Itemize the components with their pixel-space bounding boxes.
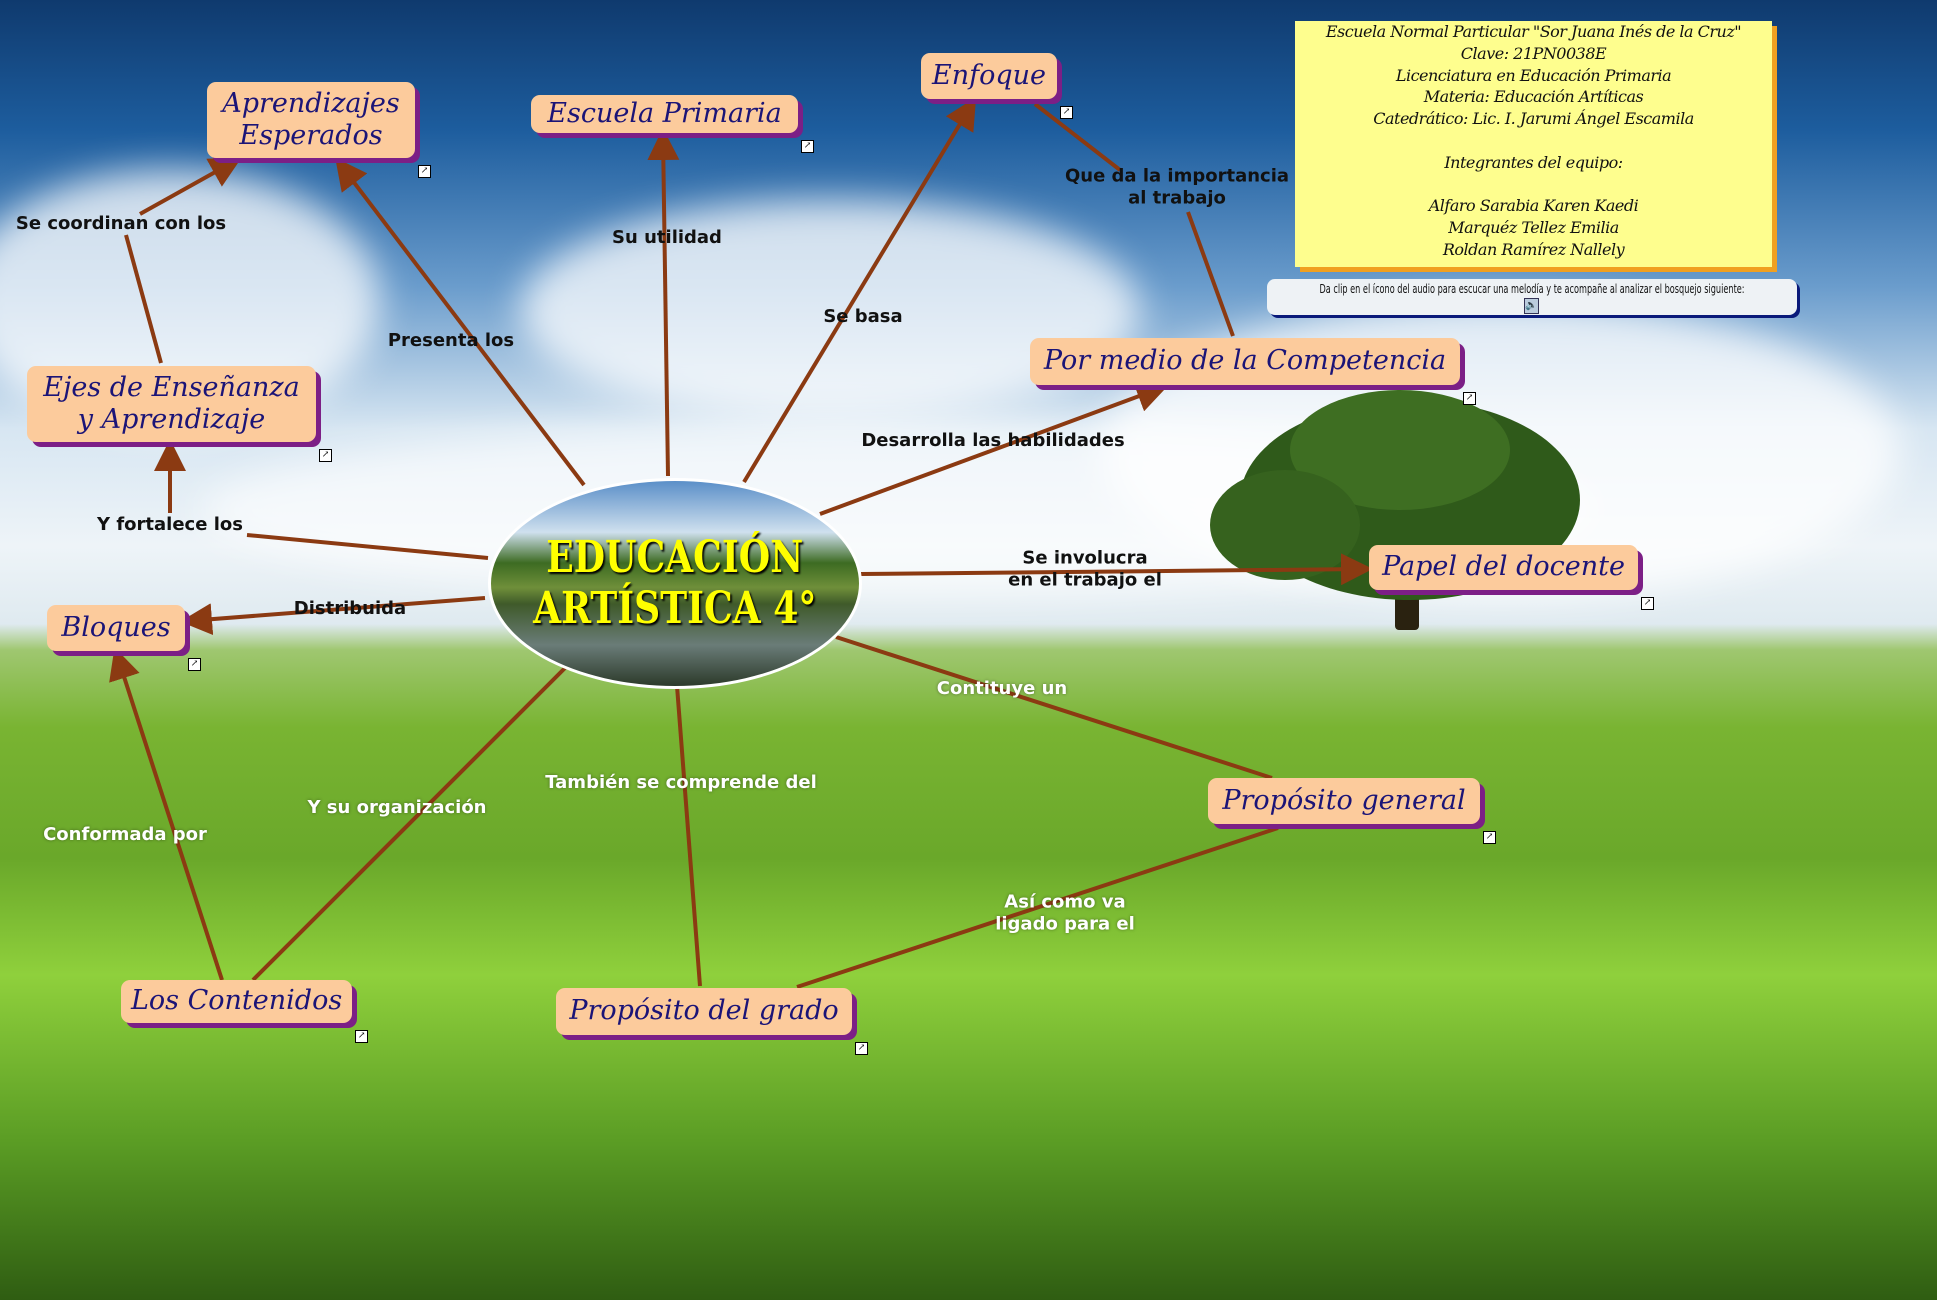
shortcut-icon[interactable]: ↗	[188, 658, 201, 671]
central-topic-line2: ARTÍSTICA 4°	[533, 582, 817, 634]
node-papel-docente[interactable]: Papel del docente ↗	[1369, 545, 1654, 610]
info-box: Escuela Normal Particular "Sor Juana Iné…	[1295, 21, 1772, 267]
link-label: Se basa	[823, 306, 903, 328]
shortcut-icon[interactable]: ↗	[418, 165, 431, 178]
node-bloques[interactable]: Bloques ↗	[47, 605, 201, 671]
subject: Materia: Educación Artíticas	[1423, 87, 1644, 107]
node-label: Los Contenidos	[131, 985, 343, 1017]
link-label-line: Se involucra	[1022, 547, 1148, 569]
link-label: Y fortalece los	[97, 514, 243, 536]
team-member: Alfaro Sarabia Karen Kaedi	[1428, 196, 1639, 216]
node-label: Por medio de la Competencia	[1043, 345, 1447, 377]
node-label: Escuela Primaria	[547, 97, 782, 129]
node-label: Propósito general	[1222, 784, 1466, 816]
link-label-line: Así como va	[1004, 891, 1126, 913]
school-name: Escuela Normal Particular "Sor Juana Iné…	[1325, 22, 1742, 41]
link-label: Así como va ligado para el	[995, 891, 1135, 934]
shortcut-icon[interactable]: ↗	[801, 140, 814, 153]
node-enfoque[interactable]: Enfoque ↗	[921, 53, 1073, 119]
node-label: Aprendizajes	[222, 87, 400, 119]
link-label-line: en el trabajo el	[1008, 569, 1162, 590]
node-label: Bloques	[61, 611, 171, 643]
link-label-line: al trabajo	[1128, 187, 1226, 208]
node-escuela-primaria[interactable]: Escuela Primaria ↗	[531, 95, 814, 153]
node-label: Papel del docente	[1382, 551, 1625, 583]
node-aprendizajes-esperados[interactable]: Aprendizajes Esperados ↗	[207, 82, 431, 178]
link-label: Y su organización	[307, 797, 487, 819]
link-label: También se comprende del	[545, 772, 817, 794]
shortcut-icon[interactable]: ↗	[1060, 106, 1073, 119]
link-label: Distribuida	[293, 598, 407, 620]
link-label: Se coordinan con los	[15, 213, 227, 235]
node-proposito-grado[interactable]: Propósito del grado ↗	[556, 988, 868, 1055]
node-label: Ejes de Enseñanza	[43, 371, 300, 403]
node-label: Propósito del grado	[569, 995, 839, 1027]
audio-instructions: Da clip en el ícono del audio para escuc…	[1319, 282, 1745, 296]
shortcut-icon[interactable]: ↗	[1463, 392, 1476, 405]
central-topic[interactable]: EDUCACIÓN ARTÍSTICA 4°	[488, 478, 862, 689]
link-label: Que da la importancia al trabajo	[1065, 165, 1289, 208]
shortcut-icon[interactable]: ↗	[319, 449, 332, 462]
shortcut-icon[interactable]: ↗	[1641, 597, 1654, 610]
school-code: Clave: 21PN0038E	[1460, 43, 1607, 63]
node-proposito-general[interactable]: Propósito general ↗	[1208, 778, 1496, 844]
link-label: Contituye un	[936, 678, 1068, 700]
node-label: Esperados	[239, 120, 383, 151]
team-heading: Integrantes del equipo:	[1444, 152, 1623, 172]
shortcut-icon[interactable]: ↗	[1483, 831, 1496, 844]
node-competencia[interactable]: Por medio de la Competencia ↗	[1030, 338, 1476, 405]
link-label: Su utilidad	[612, 227, 722, 249]
link-label: Se involucra en el trabajo el	[1008, 547, 1162, 590]
shortcut-icon[interactable]: ↗	[855, 1042, 868, 1055]
link-label: Presenta los	[387, 330, 515, 352]
link-label: Desarrolla las habilidades	[861, 430, 1125, 452]
node-contenidos[interactable]: Los Contenidos ↗	[121, 980, 369, 1043]
link-label-line: ligado para el	[995, 913, 1135, 934]
team-member: Roldan Ramírez Nallely	[1442, 239, 1625, 259]
speaker-icon[interactable]: 🔈	[1524, 298, 1539, 314]
audio-note: Da clip en el ícono del audio para escuc…	[1267, 279, 1797, 315]
node-label: Enfoque	[932, 59, 1046, 91]
link-label-line: Que da la importancia	[1064, 165, 1290, 187]
node-label: y Aprendizaje	[77, 404, 266, 435]
link-label: Conformada por	[43, 824, 207, 846]
central-topic-line1: EDUCACIÓN	[546, 531, 804, 583]
node-ejes[interactable]: Ejes de Enseñanza y Aprendizaje ↗	[27, 366, 332, 462]
degree: Licenciatura en Educación Primaria	[1395, 65, 1672, 85]
professor: Catedrático: Lic. I. Jarumi Ángel Escami…	[1373, 109, 1694, 129]
shortcut-icon[interactable]: ↗	[355, 1030, 369, 1043]
team-member: Marquéz Tellez Emilia	[1448, 218, 1619, 238]
